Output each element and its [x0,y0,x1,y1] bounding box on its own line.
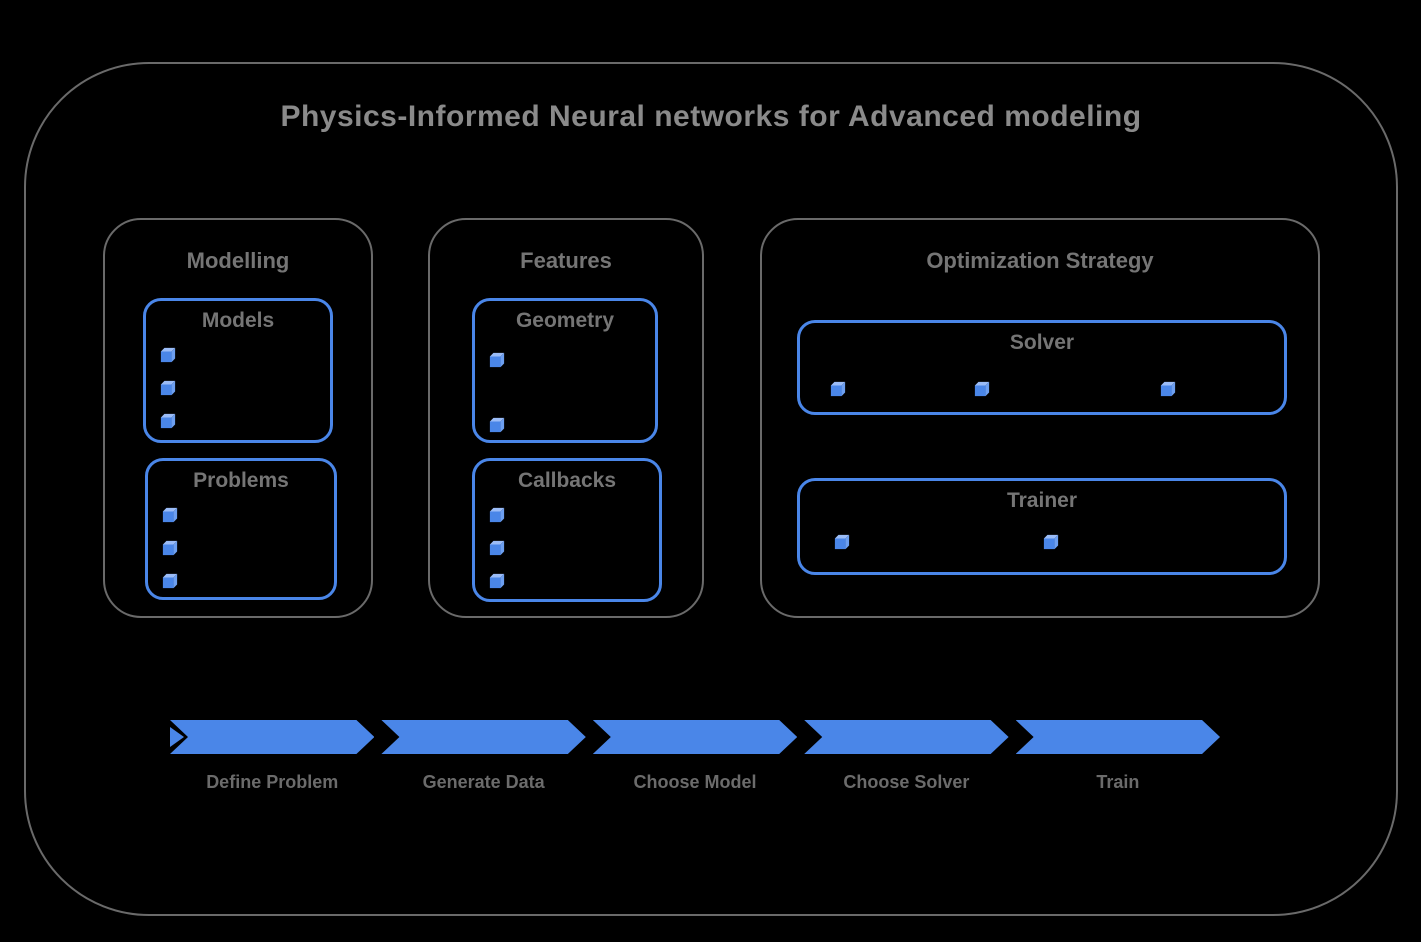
trainer-item-list [834,534,1059,550]
group-optimization-strategy: Optimization Strategy [760,218,1320,618]
geometry-item-list [489,352,505,433]
group-features-title: Features [520,248,612,273]
cube-icon [162,507,178,523]
cube-icon [1160,381,1176,397]
cube-icon [160,413,176,429]
box-models: Models [143,298,333,443]
flow-label-generate-data: Generate Data [422,772,545,792]
box-problems: Problems [145,458,337,600]
cube-icon [834,534,850,550]
box-models-title: Models [201,309,275,332]
flow-arrow-choose-solver [804,720,1008,754]
cube-icon [162,573,178,589]
callbacks-item-list [489,507,505,589]
box-trainer-title: Trainer [1006,489,1078,512]
box-solver: Solver [797,320,1287,415]
cube-icon [1043,534,1059,550]
box-solver-title: Solver [1009,331,1075,354]
group-features: Features [428,218,704,618]
flow-label-train: Train [1096,772,1140,792]
box-callbacks: Callbacks [472,458,662,602]
problems-item-list [162,507,178,589]
page-title: Physics-Informed Neural networks for Adv… [280,100,1142,133]
group-optimization-title: Optimization Strategy [926,248,1154,273]
cube-icon [160,380,176,396]
flow-arrow-generate-data [381,720,585,754]
box-geometry-title: Geometry [515,309,615,332]
cube-icon [830,381,846,397]
flow-arrow-train [1016,720,1220,754]
flow-arrow-choose-model [593,720,797,754]
flow-arrow-row [170,720,1220,754]
cube-icon [489,507,505,523]
group-modelling: Modelling [103,218,373,618]
outer-frame [24,62,1398,916]
box-geometry: Geometry [472,298,658,443]
box-trainer: Trainer [797,478,1287,575]
box-problems-title: Problems [193,469,289,492]
group-modelling-title: Modelling [186,248,290,273]
cube-icon [974,381,990,397]
models-item-list [160,347,176,429]
cube-icon [489,573,505,589]
solver-item-list [830,381,1176,397]
cube-icon [489,417,505,433]
cube-icon [489,540,505,556]
flow-label-row: Define Problem Generate Data Choose Mode… [170,772,1220,793]
cube-icon [160,347,176,363]
box-callbacks-title: Callbacks [517,469,617,492]
cube-icon [489,352,505,368]
flow-label-choose-solver: Choose Solver [843,772,970,792]
cube-icon [162,540,178,556]
flow-label-define-problem: Define Problem [206,772,339,792]
flow-arrow-define-problem [170,720,374,754]
flow-label-choose-model: Choose Model [633,772,757,792]
